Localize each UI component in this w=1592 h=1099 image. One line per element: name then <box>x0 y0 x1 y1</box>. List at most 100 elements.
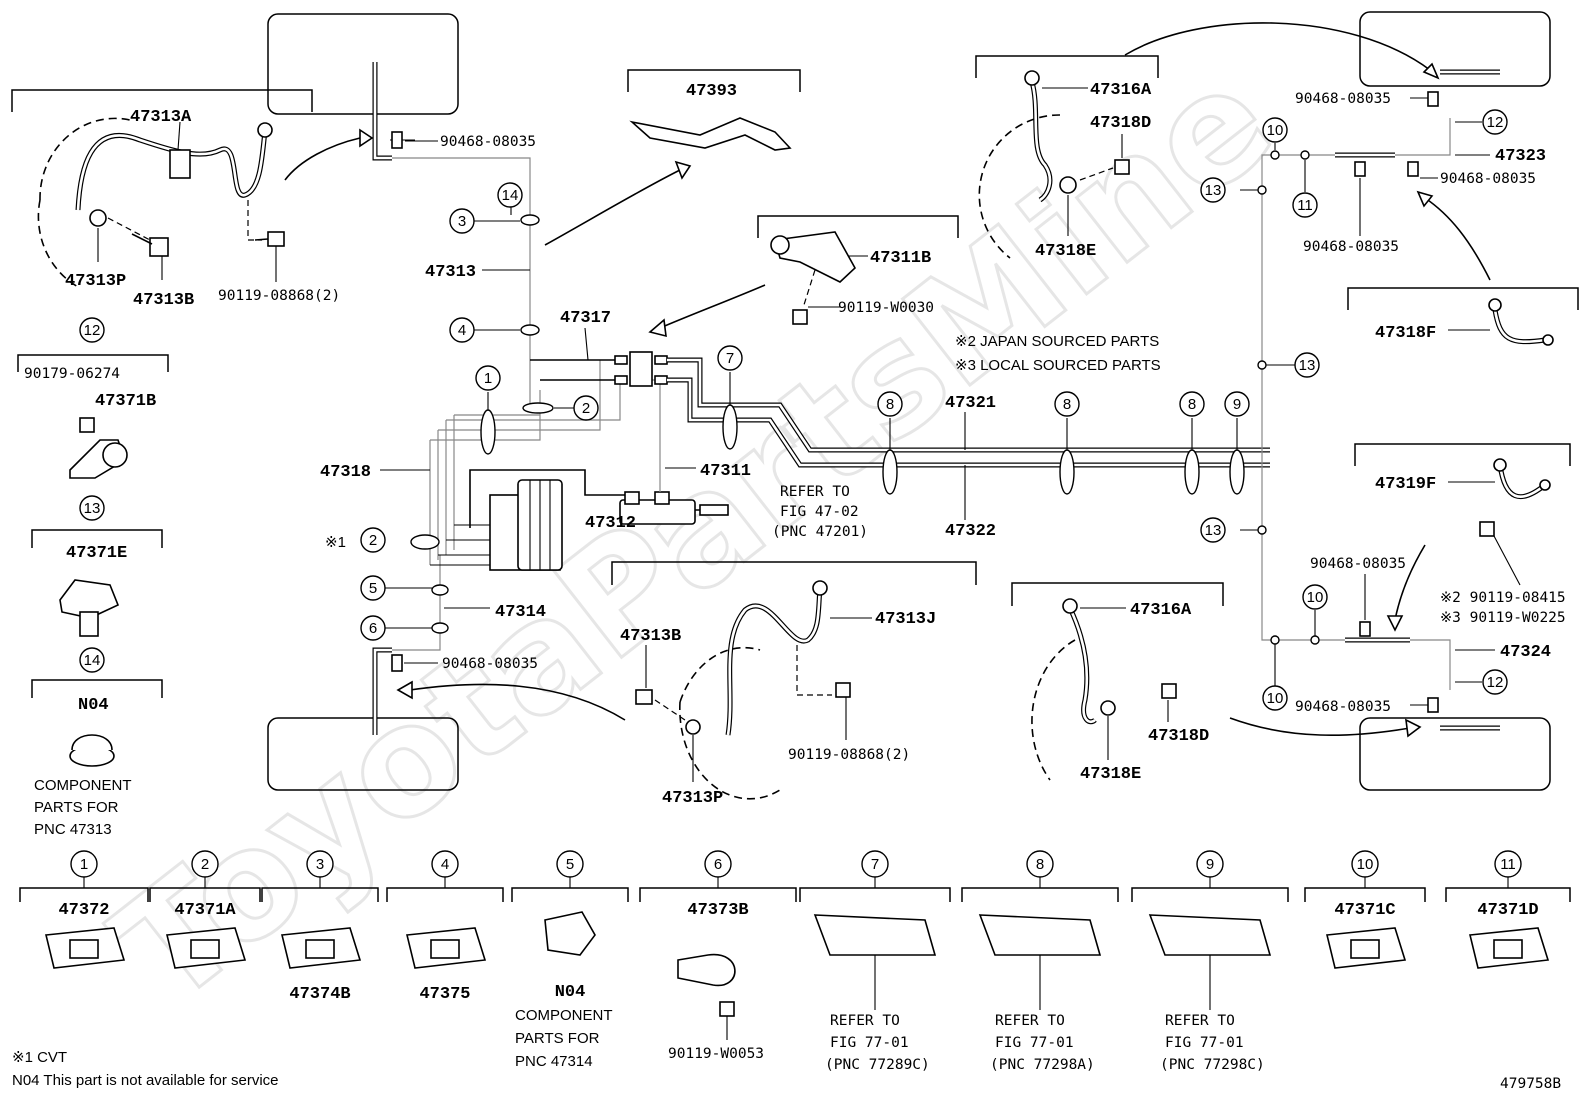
callout-13-a: 13 <box>1200 177 1226 203</box>
legend-num: 11 <box>1500 856 1516 873</box>
clip-slot <box>1350 939 1380 959</box>
label-90468-08035-bottom[interactable]: 90468-08035 <box>442 656 538 672</box>
label-refer-fig47-2[interactable]: FIG 47-02 <box>780 504 859 520</box>
label-90468-08035-top[interactable]: 90468-08035 <box>440 134 536 150</box>
label-90119-08868-top[interactable]: 90119-08868(2) <box>218 288 340 304</box>
callout-8-a: 8 <box>877 391 903 417</box>
svg-text:13: 13 <box>84 500 101 517</box>
label-47313J[interactable]: 47313J <box>875 610 936 629</box>
legend-refer-2[interactable]: FIG 77-01 <box>830 1035 909 1051</box>
legend-part-11: 11 47371D <box>1445 850 1571 969</box>
label-47313P-top[interactable]: 47313P <box>65 272 126 291</box>
label-47393[interactable]: 47393 <box>686 82 737 101</box>
label-47311[interactable]: 47311 <box>700 462 751 481</box>
label-47313[interactable]: 47313 <box>425 263 476 282</box>
label-47313B-top[interactable]: 47313B <box>133 291 194 310</box>
legend-label[interactable]: N04 <box>555 983 586 1002</box>
label-refer-fig47-3[interactable]: (PNC 47201) <box>772 524 868 540</box>
label-90119-W0225[interactable]: ※3 90119-W0225 <box>1440 610 1566 626</box>
callout-12-left: 12 <box>79 317 105 343</box>
label-47319F[interactable]: 47319F <box>1375 475 1436 494</box>
label-47316A-top[interactable]: 47316A <box>1090 81 1152 100</box>
label-90468-r2[interactable]: 90468-08035 <box>1440 171 1536 187</box>
label-90468-r5[interactable]: 90468-08035 <box>1295 699 1391 715</box>
legend-label[interactable]: 47371C <box>1334 901 1395 920</box>
comp-left-1: COMPONENT <box>34 777 132 794</box>
label-47311B[interactable]: 47311B <box>870 249 931 268</box>
label-90119-08415[interactable]: ※2 90119-08415 <box>1440 590 1566 606</box>
label-90468-r1[interactable]: 90468-08035 <box>1295 91 1391 107</box>
label-47318D-bot[interactable]: 47318D <box>1148 727 1209 746</box>
label-47318E-top[interactable]: 47318E <box>1035 242 1096 261</box>
label-47318E-bot[interactable]: 47318E <box>1080 765 1141 784</box>
clip-slot <box>190 939 220 959</box>
svg-text:13: 13 <box>1205 182 1222 199</box>
legend-refer-2[interactable]: FIG 77-01 <box>1165 1035 1244 1051</box>
callout-14-a: 14 <box>497 182 523 208</box>
callout-12-a: 12 <box>1482 109 1508 135</box>
comp-left-2: PARTS FOR <box>34 799 119 816</box>
footnote-cvt: ※1 CVT <box>12 1049 67 1066</box>
legend-num: 4 <box>441 856 449 873</box>
legend-sub-1[interactable]: 90119-W0053 <box>668 1046 764 1062</box>
legend-label[interactable]: 47371D <box>1477 901 1538 920</box>
label-47371E[interactable]: 47371E <box>66 544 127 563</box>
clip-shape <box>813 914 937 956</box>
svg-text:1: 1 <box>484 370 492 387</box>
label-47314[interactable]: 47314 <box>495 603 546 622</box>
label-refer-fig47-1[interactable]: REFER TO <box>780 484 850 500</box>
note-local-sourced: ※3 LOCAL SOURCED PARTS <box>955 357 1161 374</box>
label-90179-06274[interactable]: 90179-06274 <box>24 366 120 382</box>
legend-label[interactable]: 47371A <box>174 901 236 920</box>
legend-num: 6 <box>714 856 722 873</box>
svg-text:8: 8 <box>886 396 894 413</box>
label-47321[interactable]: 47321 <box>945 394 996 413</box>
label-47371B[interactable]: 47371B <box>95 392 156 411</box>
legend-refer-1[interactable]: REFER TO <box>830 1013 900 1029</box>
clamp-shape <box>677 953 736 987</box>
label-47323[interactable]: 47323 <box>1495 147 1546 166</box>
group-47311B: 47311B 90119-W0030 <box>757 215 959 325</box>
legend-refer-2[interactable]: FIG 77-01 <box>995 1035 1074 1051</box>
label-47312[interactable]: 47312 <box>585 514 636 533</box>
label-90468-r4[interactable]: 90468-08035 <box>1310 556 1406 572</box>
label-90119-08868-mid[interactable]: 90119-08868(2) <box>788 747 910 763</box>
svg-text:12: 12 <box>1487 674 1504 691</box>
legend-refer-3[interactable]: (PNC 77298A) <box>990 1057 1095 1073</box>
callout-11-a: 11 <box>1292 192 1318 218</box>
label-47318[interactable]: 47318 <box>320 463 371 482</box>
callout-5-a: 5 <box>360 575 386 601</box>
left-column-parts: 90179-06274 47371B 47371E N04 COMPONENT … <box>17 354 346 838</box>
group-47316A-top: 47316A 47318D 47318E <box>975 55 1159 261</box>
legend-label[interactable]: 47375 <box>419 985 470 1004</box>
label-N04-left[interactable]: N04 <box>78 696 109 715</box>
label-47316A-bot[interactable]: 47316A <box>1130 601 1192 620</box>
label-90119-W0030[interactable]: 90119-W0030 <box>838 300 934 316</box>
group-47316A-bottom: 47316A 47318E 47318D <box>1011 582 1224 784</box>
legend-refer-1[interactable]: REFER TO <box>1165 1013 1235 1029</box>
svg-text:13: 13 <box>1299 357 1316 374</box>
legend-refer-3[interactable]: (PNC 77289C) <box>825 1057 930 1073</box>
label-47317[interactable]: 47317 <box>560 309 611 328</box>
label-90468-r3[interactable]: 90468-08035 <box>1303 239 1399 255</box>
legend-label[interactable]: 47372 <box>58 901 109 920</box>
legend-label[interactable]: 47373B <box>687 901 748 920</box>
callouts: 14 3 4 1 2 2 5 6 7 8 8 8 9 10 11 12 13 1… <box>79 109 1508 711</box>
label-47313P-mid[interactable]: 47313P <box>662 789 723 808</box>
label-47318F[interactable]: 47318F <box>1375 324 1436 343</box>
label-47318D-top[interactable]: 47318D <box>1090 114 1151 133</box>
label-47324[interactable]: 47324 <box>1500 643 1551 662</box>
label-47322[interactable]: 47322 <box>945 522 996 541</box>
callout-2-b: 2 <box>360 527 386 553</box>
legend-refer-3[interactable]: (PNC 77298C) <box>1160 1057 1265 1073</box>
legend-label[interactable]: 47374B <box>289 985 350 1004</box>
legend-refer-1[interactable]: REFER TO <box>995 1013 1065 1029</box>
view-box-bottom-left <box>267 717 459 791</box>
label-47313B-mid[interactable]: 47313B <box>620 627 681 646</box>
label-47313A[interactable]: 47313A <box>130 108 192 127</box>
svg-text:6: 6 <box>369 620 377 637</box>
